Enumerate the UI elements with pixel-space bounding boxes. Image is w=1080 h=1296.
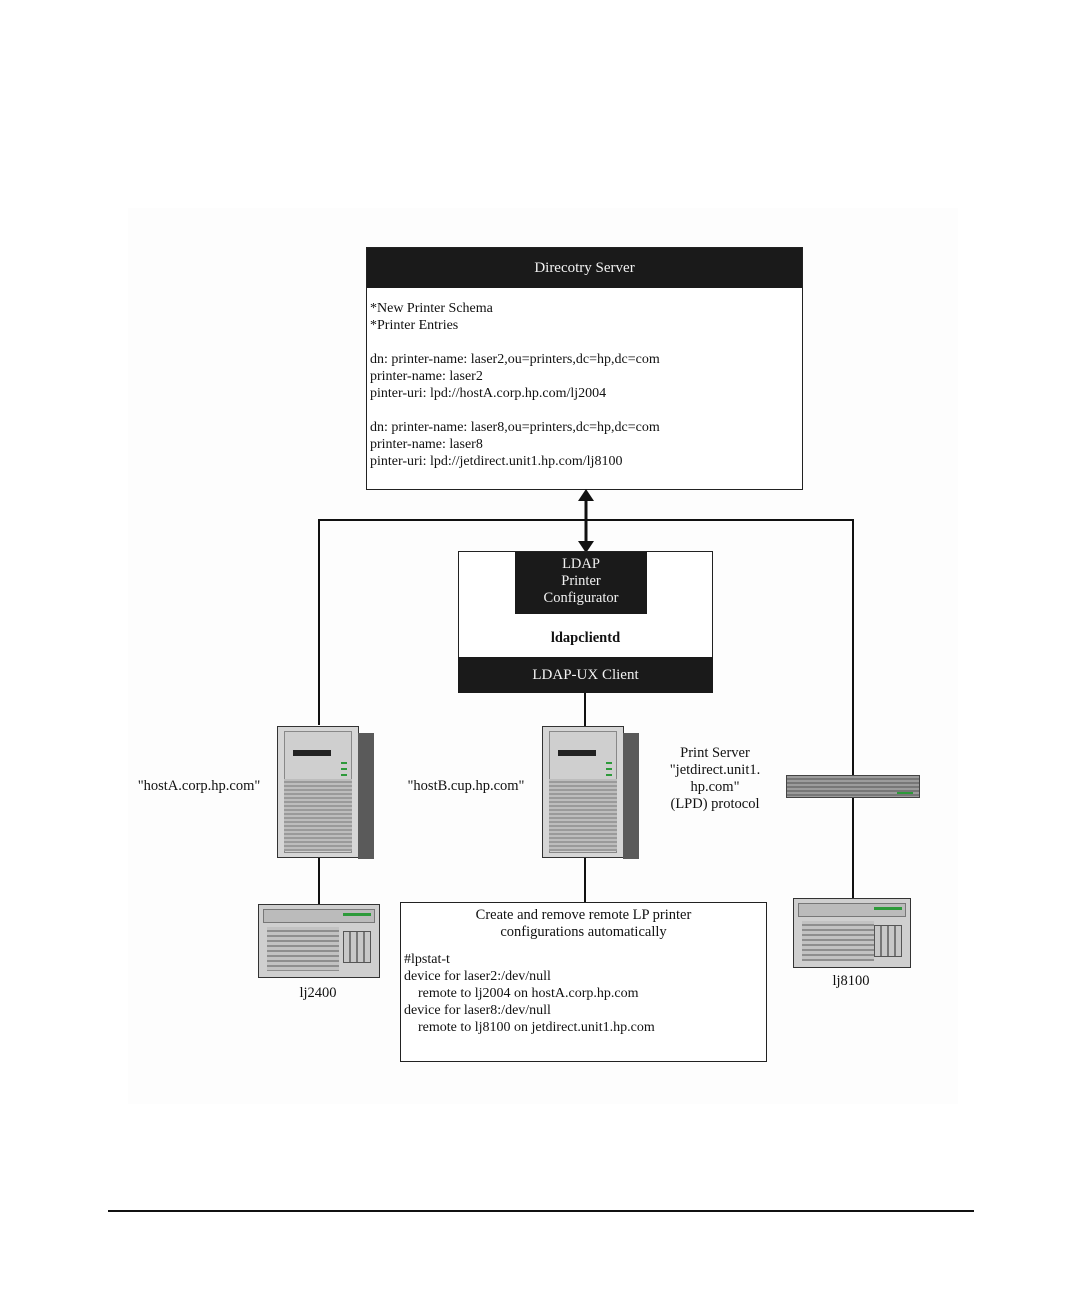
notes-title: Create and remove remote LP printer conf…	[475, 907, 692, 940]
footer-rule	[108, 1210, 974, 1212]
directory-entry-line: dn: printer-name: laser2,ou=printers,dc=…	[370, 352, 660, 367]
notes-output-line: #lpstat-t	[404, 952, 450, 967]
notes-output-line: remote to lj8100 on jetdirect.unit1.hp.c…	[404, 1020, 655, 1035]
directory-entry-line: dn: printer-name: laser8,ou=printers,dc=…	[370, 420, 660, 435]
directory-entry-line: *Printer Entries	[370, 318, 459, 333]
host-b-label: "hostB.cup.hp.com"	[407, 778, 525, 794]
directory-server-entries: *New Printer Schema *Printer Entries dn: …	[367, 288, 802, 470]
hostb-to-notes-line	[584, 858, 586, 902]
notes-output-line: device for laser8:/dev/null	[404, 1003, 551, 1018]
directory-entry-line	[370, 402, 802, 419]
ldap-ux-client-bar: LDAP-UX Client	[458, 657, 713, 693]
ldapclientd-label: ldapclientd	[550, 630, 621, 646]
directory-server-title: Direcotry Server	[367, 248, 802, 288]
left-printer-line	[318, 858, 320, 904]
directory-entry-line	[370, 334, 802, 351]
notes-output-line: device for laser2:/dev/null	[404, 969, 551, 984]
right-switch-drop	[852, 798, 854, 898]
directory-entry-line: printer-name: laser2	[370, 369, 483, 384]
ldap-client-box: LDAP Printer Configurator ldapclientd LD…	[458, 551, 713, 693]
directory-entry-line: pinter-uri: lpd://jetdirect.unit1.hp.com…	[370, 454, 623, 469]
host-a-label: "hostA.corp.hp.com"	[137, 778, 261, 794]
directory-entry-line: printer-name: laser8	[370, 437, 483, 452]
printer-lj2400-icon	[258, 904, 380, 978]
host-a-server-icon	[277, 726, 374, 859]
print-server-switch-icon	[786, 775, 920, 798]
printer-lj2400-label: lj2400	[299, 985, 337, 1001]
directory-server-box: Direcotry Server *New Printer Schema *Pri…	[366, 247, 803, 490]
host-b-server-icon	[542, 726, 639, 859]
client-to-hostb-line	[584, 693, 586, 727]
print-server-label: Print Server "jetdirect.unit1. hp.com" (…	[669, 745, 761, 812]
bus-right-drop	[852, 519, 854, 775]
bus-top-line	[318, 519, 854, 521]
lpstat-notes-box: Create and remove remote LP printer conf…	[400, 902, 767, 1062]
notes-command-output: #lpstat-t device for laser2:/dev/null rem…	[401, 941, 766, 1036]
notes-output-line: remote to lj2004 on hostA.corp.hp.com	[404, 986, 639, 1001]
printer-lj8100-label: lj8100	[832, 973, 870, 989]
directory-entry-line: pinter-uri: lpd://hostA.corp.hp.com/lj20…	[370, 386, 607, 401]
bus-left-drop	[318, 519, 320, 725]
printer-lj8100-icon	[793, 898, 911, 968]
directory-entry-line: *New Printer Schema	[370, 301, 493, 316]
ldap-printer-configurator: LDAP Printer Configurator	[515, 552, 647, 614]
bidirectional-arrow	[578, 489, 594, 553]
